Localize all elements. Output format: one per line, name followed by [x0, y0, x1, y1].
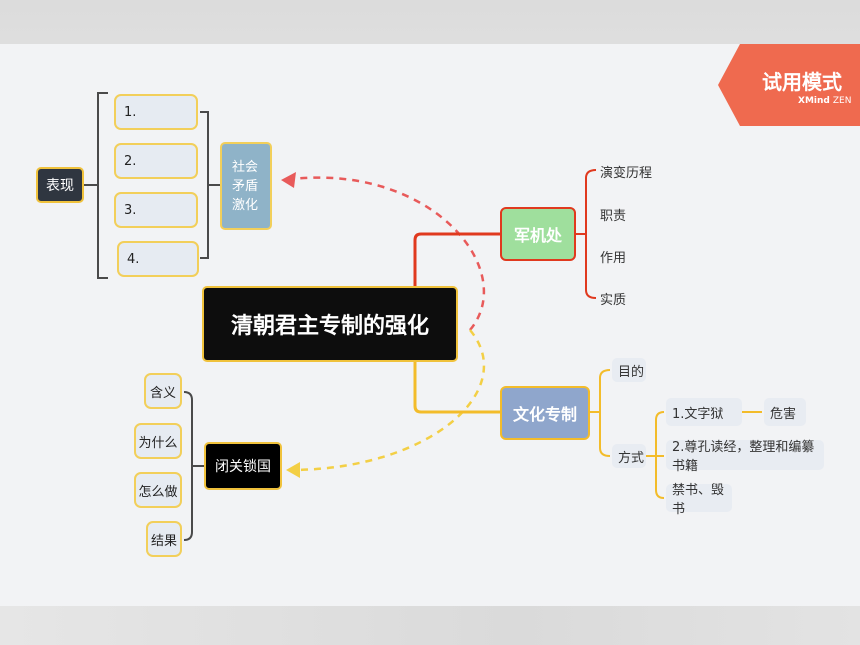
method-wenziyu[interactable]: 1.文字狱: [666, 398, 742, 426]
method-zunkong[interactable]: 2.尊孔读经，整理和编纂书籍: [666, 440, 824, 474]
watermark-title: 试用模式: [762, 70, 842, 94]
method-jinshu[interactable]: 禁书、毁书: [666, 483, 732, 517]
junjichu-item-shizhi[interactable]: 实质: [600, 292, 627, 308]
wenhua-method[interactable]: 方式: [612, 444, 646, 468]
biguan-item-weishenme[interactable]: 为什么: [134, 423, 182, 459]
yellow-dashed-relation: [289, 329, 486, 472]
junjichu-item-yanbian[interactable]: 演变历程: [600, 165, 653, 181]
wenziyu-harm[interactable]: 危害: [764, 398, 806, 426]
item-3[interactable]: 3.: [114, 192, 198, 228]
biguan-item-zenmezuo[interactable]: 怎么做: [134, 472, 182, 508]
watermark-shape: [718, 44, 860, 126]
watermark-brand-name: XMind: [798, 96, 830, 106]
item-2[interactable]: 2.: [114, 143, 198, 179]
biguan-item-hanyi[interactable]: 含义: [144, 373, 182, 409]
bottom-strip: [0, 606, 860, 645]
yellow-arrowhead: [286, 462, 300, 478]
yellow-branch: [413, 362, 500, 414]
item-1[interactable]: 1.: [114, 94, 198, 130]
junjichu-bracket: [585, 169, 597, 299]
junjichu-item-zhize[interactable]: 职责: [600, 208, 627, 224]
red-arrowhead: [281, 172, 296, 188]
red-branch: [413, 232, 500, 288]
root-topic-biaoxian[interactable]: 表现: [36, 167, 84, 203]
junjichu-topic[interactable]: 军机处: [500, 207, 576, 261]
item-4[interactable]: 4.: [117, 241, 199, 277]
biguan-bracket: [183, 391, 193, 541]
junjichu-item-zuoyong[interactable]: 作用: [600, 250, 627, 266]
central-topic[interactable]: 清朝君主专制的强化: [202, 286, 458, 362]
bracket-right: [200, 111, 209, 259]
bracket-left: [97, 92, 108, 279]
red-dashed-relation: [283, 176, 486, 331]
wenhua-topic[interactable]: 文化专制: [500, 386, 590, 440]
summary-shehui-maodun[interactable]: 社会 矛盾 激化: [220, 142, 272, 230]
biguan-topic[interactable]: 闭关锁国: [204, 442, 282, 490]
wenhua-bracket: [599, 369, 611, 457]
biguan-item-jieguo[interactable]: 结果: [146, 521, 182, 557]
wenhua-goal[interactable]: 目的: [612, 358, 646, 382]
watermark-brand-suffix: ZEN: [832, 96, 852, 106]
